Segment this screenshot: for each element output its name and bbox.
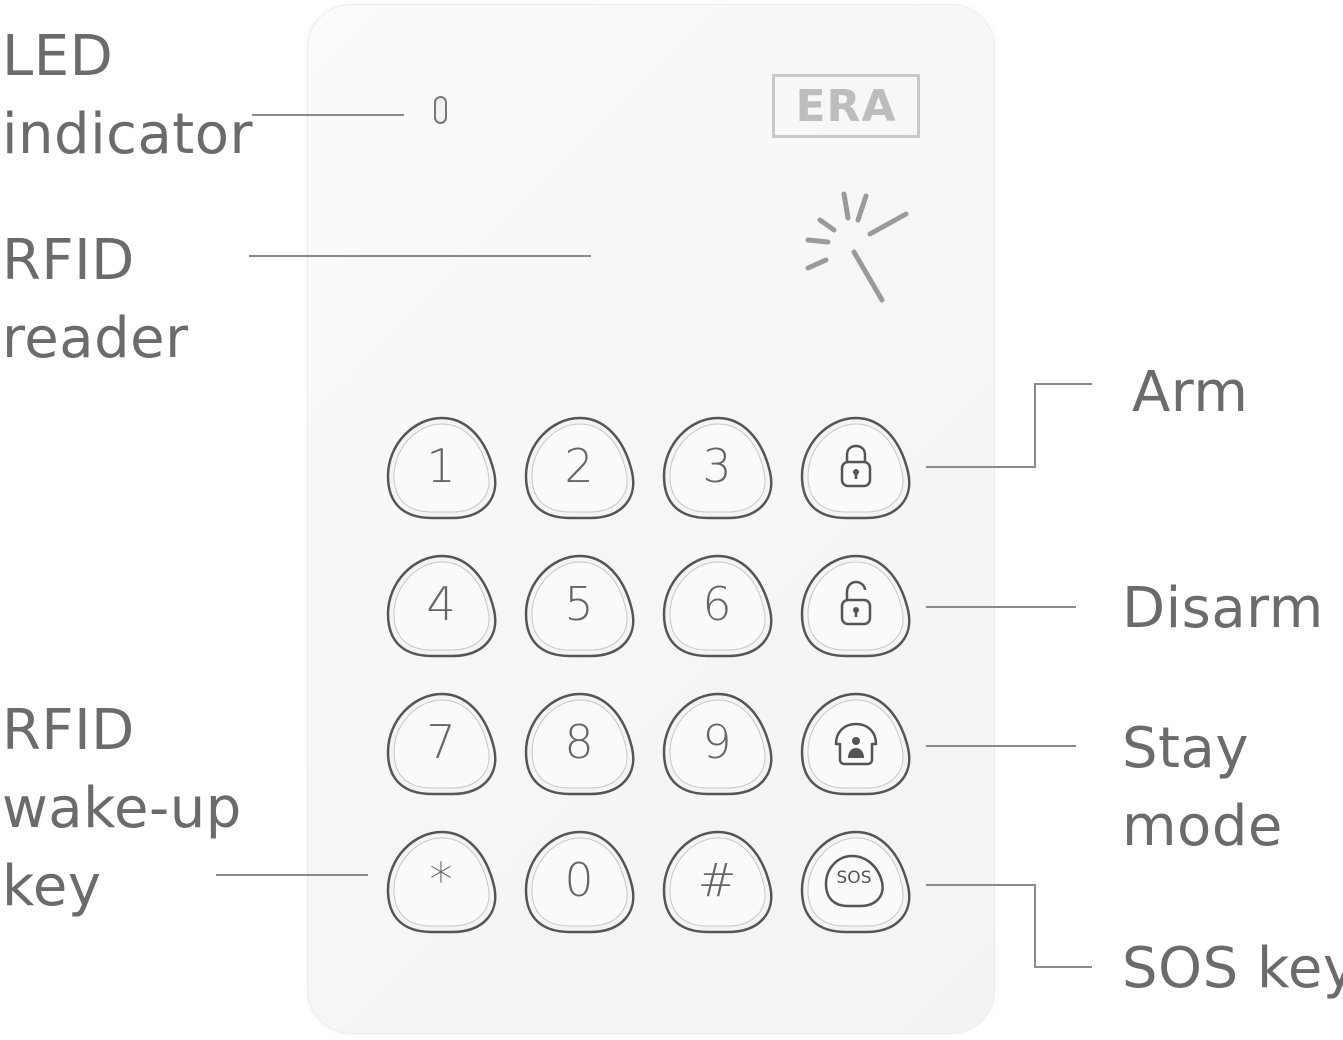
key-6[interactable]: 6 — [662, 548, 780, 666]
leader-disarm — [926, 606, 1076, 608]
leader-sos-h2 — [1034, 966, 1092, 968]
key-2-label: 2 — [564, 439, 594, 493]
key-4-label: 4 — [426, 577, 456, 631]
callout-rfid-reader: RFID reader — [2, 222, 189, 378]
key-hash[interactable]: # — [662, 824, 780, 942]
callout-sos-key: SOS key — [1122, 930, 1343, 1008]
key-sos[interactable]: SOS — [800, 824, 918, 942]
callout-rfid-wakeup-line2: wake-up — [2, 776, 242, 841]
key-2[interactable]: 2 — [524, 410, 642, 528]
key-star-label: * — [429, 853, 453, 907]
key-4[interactable]: 4 — [386, 548, 504, 666]
key-3[interactable]: 3 — [662, 410, 780, 528]
key-9[interactable]: 9 — [662, 686, 780, 804]
key-disarm[interactable] — [800, 548, 918, 666]
callout-rfid-reader-line2: reader — [2, 306, 189, 371]
key-7-label: 7 — [426, 715, 456, 769]
key-0-label: 0 — [564, 853, 594, 907]
key-8-label: 8 — [564, 715, 594, 769]
key-8[interactable]: 8 — [524, 686, 642, 804]
lock-open-icon — [840, 580, 872, 626]
callout-rfid-reader-line1: RFID — [2, 228, 135, 293]
callout-led-line2: indicator — [2, 102, 254, 167]
callout-stay-mode: Stay mode — [1122, 710, 1283, 866]
lock-closed-icon — [840, 444, 872, 488]
key-7[interactable]: 7 — [386, 686, 504, 804]
callout-led-line1: LED — [2, 24, 114, 89]
key-hash-label: # — [697, 853, 737, 907]
key-0[interactable]: 0 — [524, 824, 642, 942]
key-3-label: 3 — [702, 439, 732, 493]
leader-rfid-reader — [249, 255, 591, 257]
sos-icon-text: SOS — [836, 868, 872, 888]
leader-arm-h2 — [1034, 383, 1092, 385]
callout-stay-line1: Stay — [1122, 716, 1249, 781]
callout-stay-line2: mode — [1122, 794, 1283, 859]
leader-sos-h1 — [926, 884, 1036, 886]
key-9-label: 9 — [702, 715, 732, 769]
key-5[interactable]: 5 — [524, 548, 642, 666]
leader-sos-v — [1034, 884, 1036, 968]
callout-led-indicator: LED indicator — [2, 18, 253, 174]
key-1[interactable]: 1 — [386, 410, 504, 528]
era-logo: ERA — [772, 74, 920, 138]
callout-arm: Arm — [1132, 354, 1248, 432]
rfid-reader-icon — [805, 191, 909, 303]
house-person-icon — [834, 722, 878, 766]
key-1-label: 1 — [426, 439, 456, 493]
leader-arm-h1 — [926, 466, 1036, 468]
key-stay[interactable] — [800, 686, 918, 804]
leader-led — [252, 114, 404, 116]
leader-rfid-wakeup — [216, 874, 368, 876]
callout-disarm: Disarm — [1122, 570, 1324, 648]
leader-stay — [926, 745, 1076, 747]
sos-shield-icon — [824, 854, 884, 908]
callout-disarm-text: Disarm — [1122, 576, 1324, 641]
led-indicator — [434, 96, 447, 124]
key-6-label: 6 — [702, 577, 732, 631]
callout-rfid-wakeup: RFID wake-up key — [2, 692, 242, 926]
key-arm[interactable] — [800, 410, 918, 528]
callout-rfid-wakeup-line3: key — [2, 854, 102, 919]
callout-sos-text: SOS key — [1122, 936, 1343, 1001]
key-star-rfid-wakeup[interactable]: * — [386, 824, 504, 942]
callout-rfid-wakeup-line1: RFID — [2, 698, 135, 763]
callout-arm-text: Arm — [1132, 360, 1249, 425]
key-5-label: 5 — [564, 577, 594, 631]
leader-arm-v — [1034, 383, 1036, 468]
